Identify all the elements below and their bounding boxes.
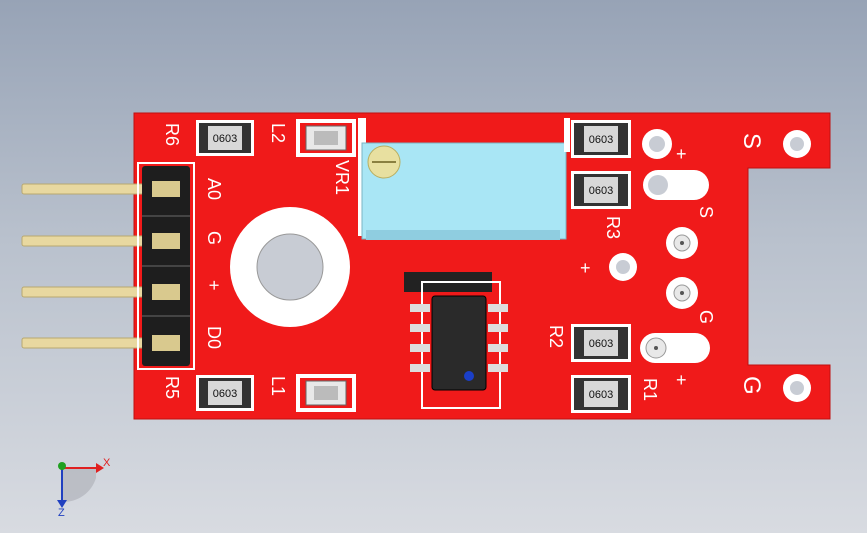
label-l1: L1 [268, 376, 288, 396]
pad-plus-bottom: + [676, 370, 687, 390]
chip-code-r3: 0603 [589, 185, 613, 197]
pad-top [642, 129, 672, 159]
label-r6: R6 [162, 123, 182, 146]
pad-mid [609, 253, 637, 281]
pad-g: G [696, 310, 716, 324]
led-l2 [296, 119, 356, 157]
potentiometer-vr1 [358, 118, 570, 240]
ic-chip [404, 272, 508, 409]
resistor-r6: 0603 [196, 120, 254, 156]
label-r3: R3 [603, 216, 623, 239]
label-g: G [204, 231, 224, 245]
mounting-hole [230, 207, 350, 327]
label-l2: L2 [268, 123, 288, 143]
resistor-top-right: 0603 [571, 120, 631, 158]
label-d0: D0 [204, 326, 224, 349]
pad-s-circle [666, 227, 698, 259]
pad-slot-top [643, 170, 709, 200]
edge-pad-g [783, 374, 811, 402]
axis-triad: X Z [57, 457, 111, 519]
edge-label-s: S [738, 133, 765, 149]
label-a0: A0 [204, 178, 224, 200]
edge-label-g: G [738, 376, 765, 395]
resistor-r5: 0603 [196, 375, 254, 411]
pad-plus-mid: + [580, 258, 591, 278]
label-r1: R1 [640, 378, 660, 401]
axis-y-dot [58, 462, 66, 470]
resistor-r1: 0603 [571, 375, 631, 413]
led-l1 [296, 374, 356, 412]
chip-code-r6: 0603 [213, 133, 237, 145]
pad-s: S [696, 206, 716, 218]
label-r2: R2 [546, 325, 566, 348]
resistor-r2: 0603 [571, 324, 631, 362]
edge-pad-s [783, 130, 811, 158]
axis-x-label: X [103, 457, 111, 469]
label-r5: R5 [162, 376, 182, 399]
label-plus: + [204, 280, 224, 291]
pad-slot-bottom [640, 333, 710, 363]
resistor-r3: 0603 [571, 171, 631, 209]
pad-g-circle [666, 277, 698, 309]
pad-plus-top: + [676, 144, 687, 164]
pin-header [137, 162, 195, 370]
label-vr1: VR1 [332, 160, 352, 195]
chip-code-r1: 0603 [589, 389, 613, 401]
chip-code-top: 0603 [589, 134, 613, 146]
chip-code-r2: 0603 [589, 338, 613, 350]
axis-z-label: Z [58, 507, 65, 519]
chip-code-r5: 0603 [213, 388, 237, 400]
